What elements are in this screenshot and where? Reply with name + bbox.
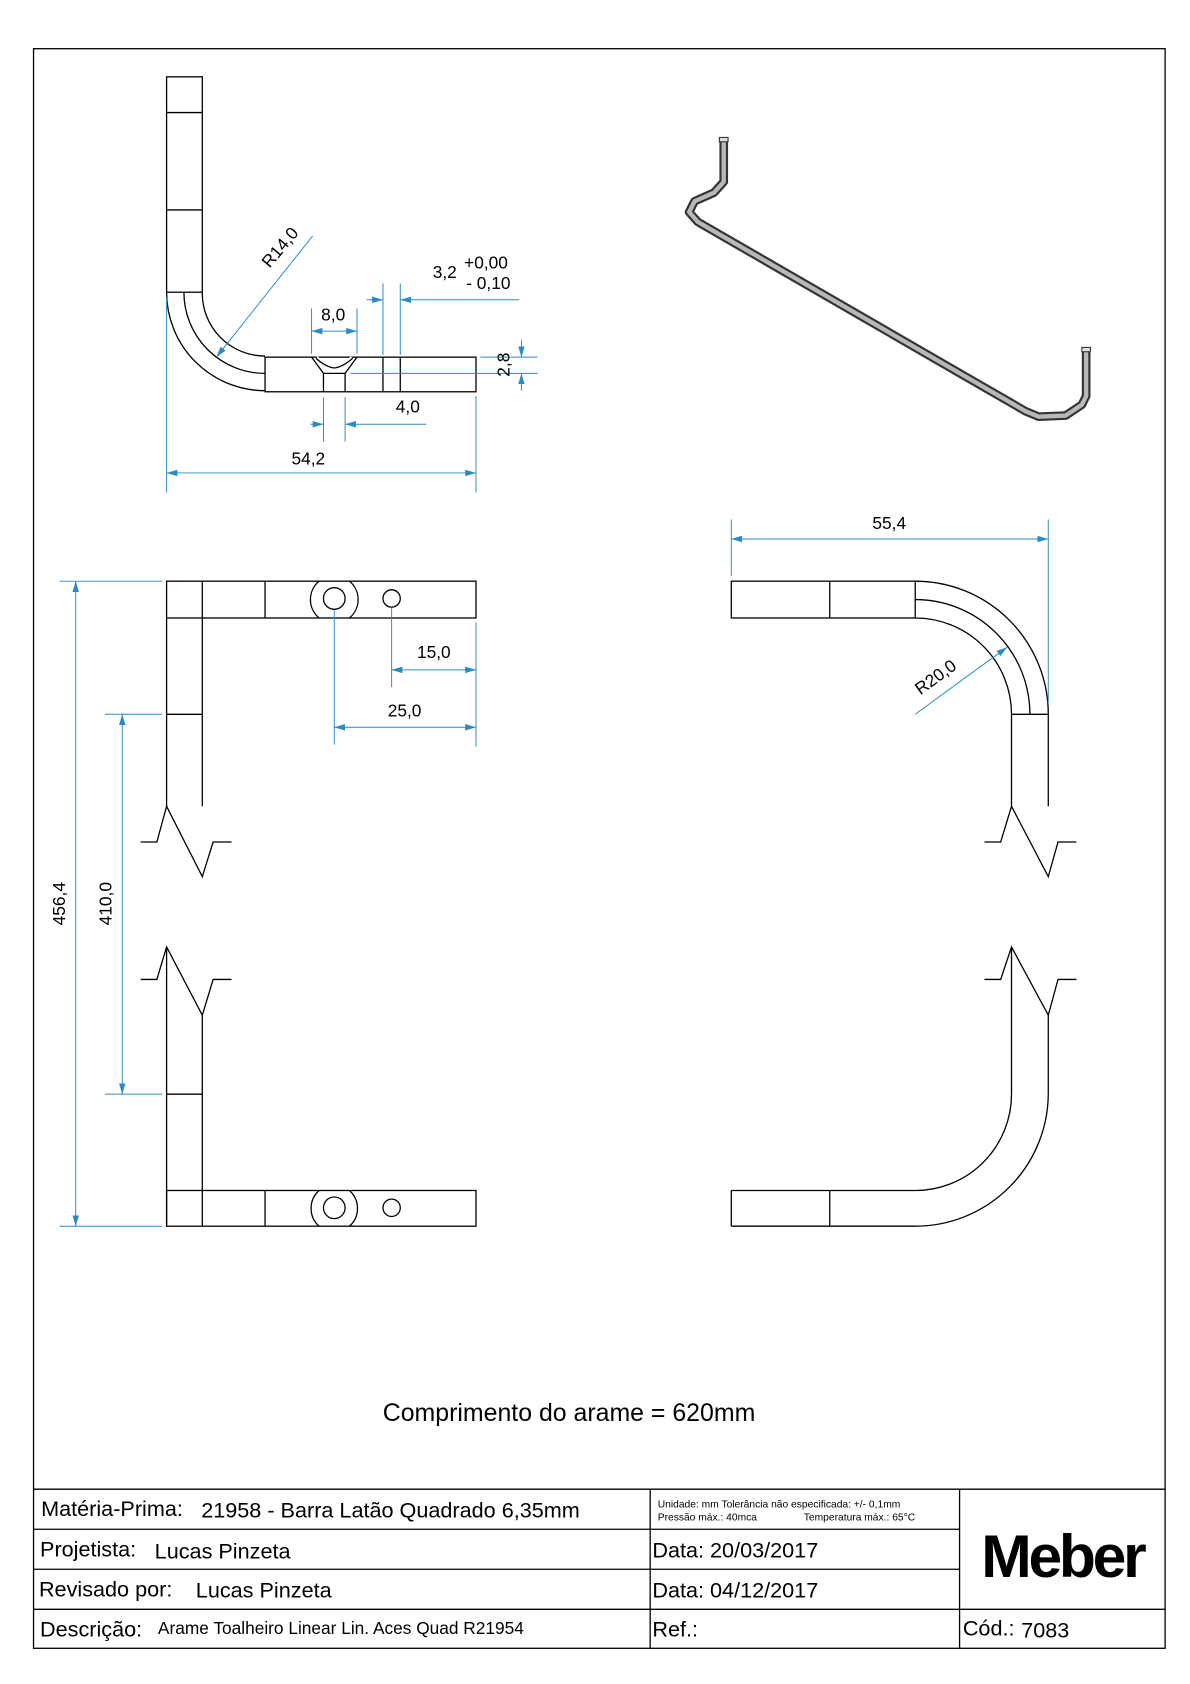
- dim-radius-front: R20,0: [911, 655, 960, 698]
- spec-line-1: Unidade: mm Tolerância não especificada:…: [658, 1500, 901, 1511]
- designer-label: Projetista:: [40, 1536, 136, 1561]
- reviewer-label: Revisado por:: [39, 1576, 172, 1601]
- reviewer-value: Lucas Pinzeta: [196, 1577, 333, 1602]
- description-label: Descrição:: [40, 1616, 142, 1641]
- code-label: Cód.:: [963, 1615, 1015, 1640]
- title-block: Matéria-Prima: 21958 - Barra Latão Quadr…: [33, 1488, 1166, 1649]
- dim-tolerance-nominal: 3,2: [433, 262, 457, 282]
- date-created: Data: 20/03/2017: [652, 1537, 818, 1562]
- dim-overall-length: 54,2: [291, 448, 325, 468]
- dim-tolerance-lower: - 0,10: [466, 273, 510, 293]
- top-view: 456,4 410,0 15,0 25,0: [49, 580, 477, 1227]
- date-revised: Data: 04/12/2017: [652, 1577, 818, 1602]
- meber-logo: Meber: [981, 1522, 1146, 1590]
- description-value: Arame Toalheiro Linear Lin. Aces Quad R2…: [158, 1618, 524, 1638]
- dim-countersink-width: 8,0: [321, 304, 345, 324]
- material-label: Matéria-Prima:: [41, 1496, 183, 1521]
- dim-overall-height: 456,4: [49, 882, 69, 926]
- isometric-view: [684, 136, 1092, 421]
- front-view: 55,4 R20,0: [730, 513, 1077, 1227]
- designer-value: Lucas Pinzeta: [155, 1538, 292, 1563]
- dim-thickness: 2,8: [494, 353, 514, 377]
- spec-line-2a: Pressão máx.: 40mca: [658, 1513, 758, 1524]
- spec-line-2b: Temperatura máx.: 65°C: [804, 1513, 916, 1524]
- dim-hole-width: 4,0: [396, 396, 420, 416]
- wire-length-note: Comprimento do arame = 620mm: [383, 1399, 756, 1427]
- code-value: 7083: [1021, 1617, 1069, 1642]
- dim-radius-side: R14,0: [257, 223, 302, 271]
- side-view: 54,2 8,0 4,0 3,2 +0,00 - 0,10 2,8 R14,0: [165, 76, 538, 493]
- ref-label: Ref.:: [652, 1616, 698, 1641]
- dim-hole-offset-large: 25,0: [388, 700, 422, 720]
- sheet-border: [32, 48, 1166, 1649]
- dim-width: 55,4: [872, 513, 906, 533]
- dim-tolerance-upper: +0,00: [464, 252, 508, 272]
- dim-hole-offset-small: 15,0: [417, 642, 451, 662]
- dim-inner-height: 410,0: [95, 882, 115, 925]
- material-value: 21958 - Barra Latão Quadrado 6,35mm: [201, 1497, 580, 1522]
